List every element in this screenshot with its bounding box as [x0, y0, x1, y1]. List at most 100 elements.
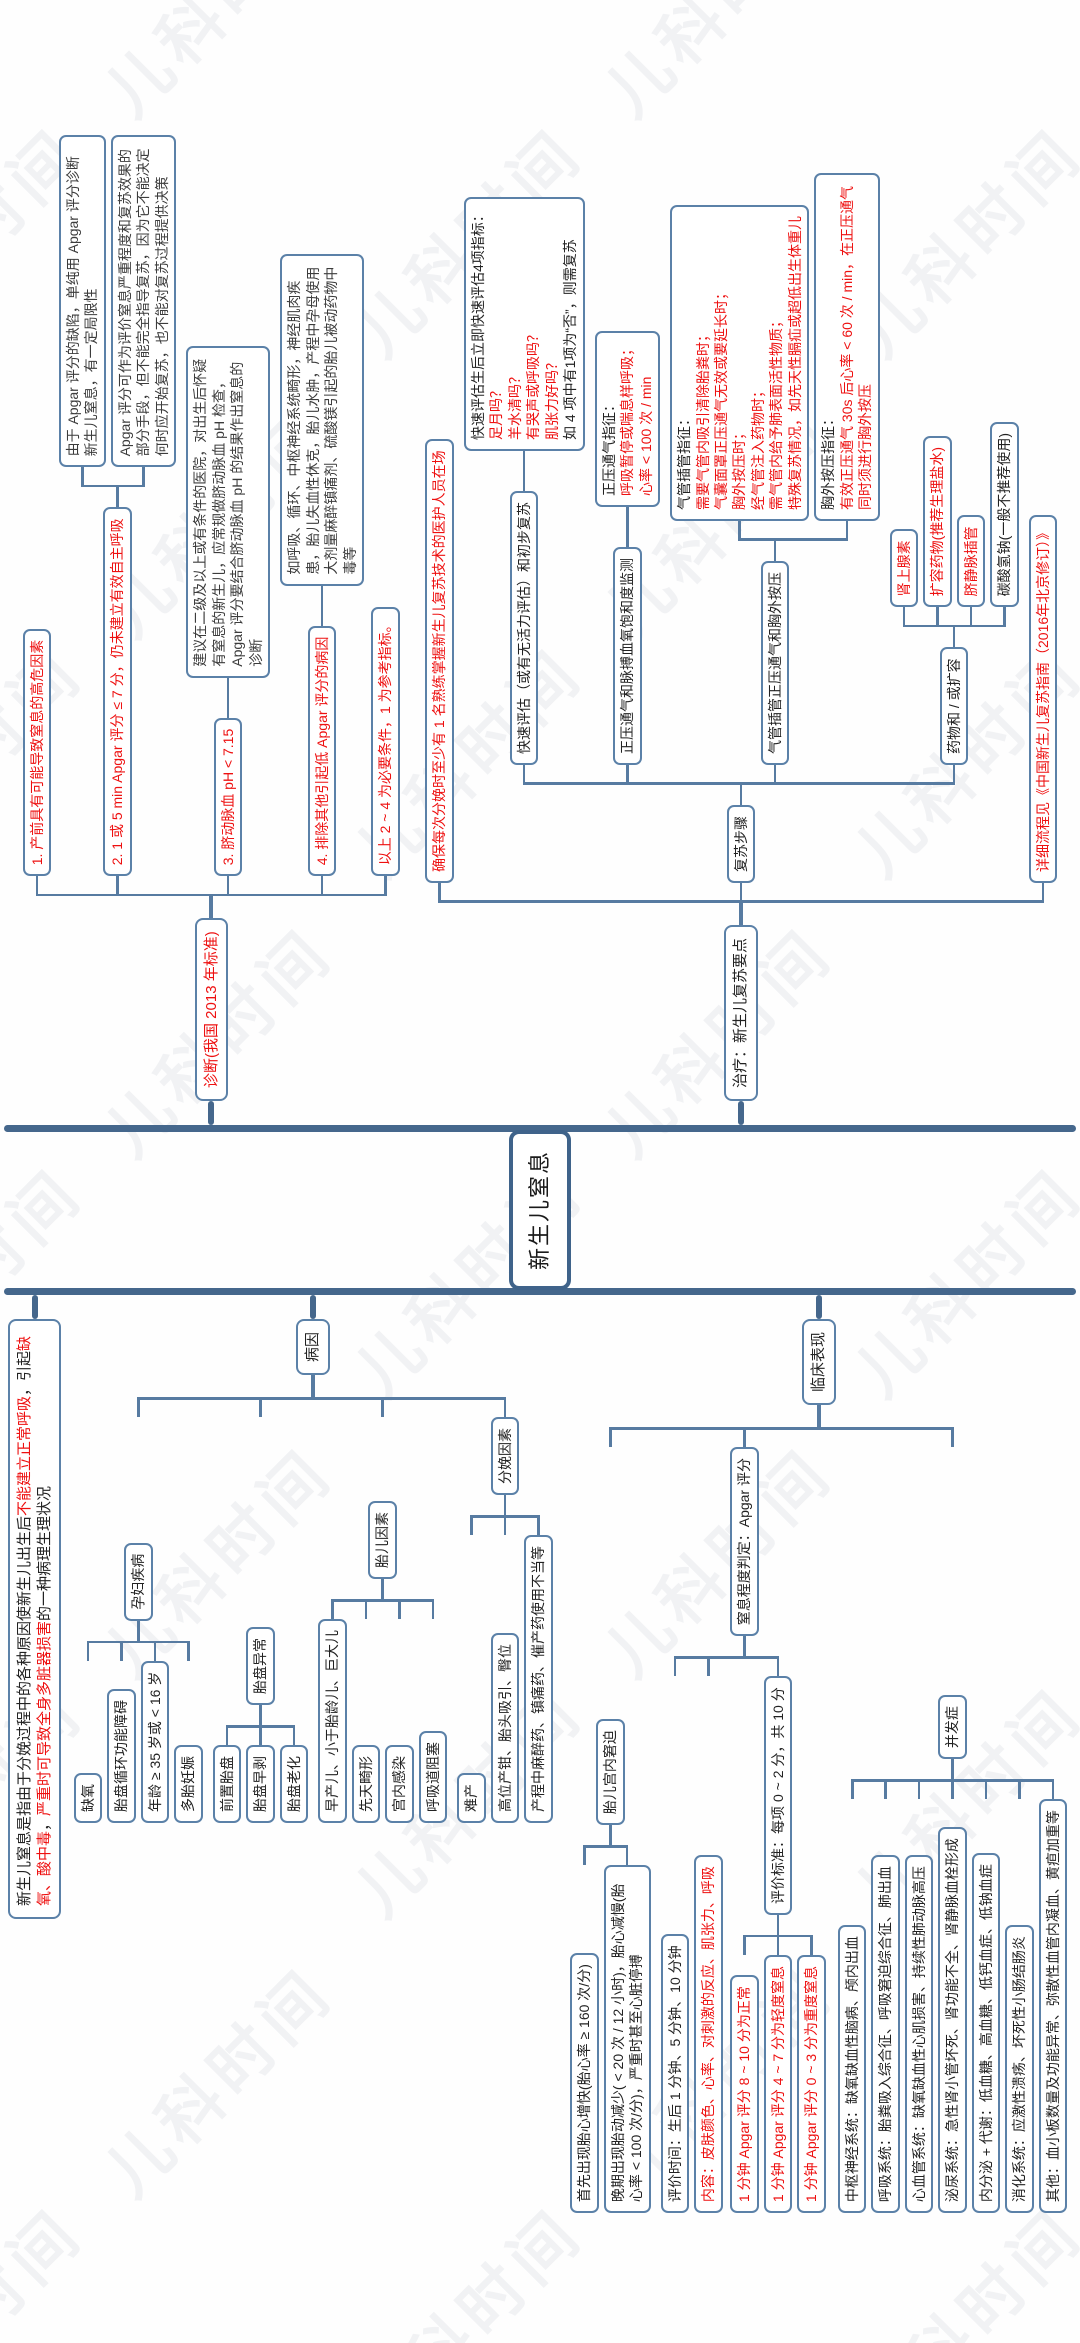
rapid-eval-note[interactable]: 快速评估生后立即快速评估4项指标： 足月吗？ 羊水清吗？ 有哭声或呼吸吗？ 肌张…: [463, 197, 585, 451]
early-sign[interactable]: 首先出现胎心增快(胎心率 ≥ 160 次/分): [570, 1953, 599, 2214]
umbilical-vein-catheter[interactable]: 脐静脉插管: [956, 515, 986, 608]
apgar-severe-branch: 1 分钟 Apgar 评分 0 ~ 3 分为重度窒息: [797, 1954, 826, 2214]
apgar-mild[interactable]: 1 分钟 Apgar 评分 4 ~ 7 分为轻度窒息: [763, 1954, 793, 2214]
epinephrine[interactable]: 肾上腺素: [889, 529, 919, 608]
dystocia[interactable]: 难产: [457, 1773, 486, 1824]
exclusion-note-branch: 如呼吸、循环、中枢神经系统畸形，神经肌肉疾患，胎儿失血性休克，胎儿水肿，产程中孕…: [280, 253, 364, 586]
branch-clinical-slot: 首先出现胎心增快(胎心率 ≥ 160 次/分)晚期出现胎动减少( < 20 次 …: [565, 1295, 1072, 2214]
hypoxia[interactable]: 缺氧: [74, 1773, 103, 1824]
fetal-factors[interactable]: 胎儿因素: [368, 1501, 397, 1580]
forceps-vacuum-breech[interactable]: 高位产钳、胎头吸引、臀位: [490, 1633, 520, 1824]
exclusion-note[interactable]: 如呼吸、循环、中枢神经系统畸形，神经肌肉疾患，胎儿失血性休克，胎儿水肿，产程中孕…: [280, 253, 364, 586]
step-intubation[interactable]: 气管插管正压通气和胸外按压: [760, 560, 790, 765]
preterm-sga-macrosomia[interactable]: 早产儿、小于胎龄儿、巨大儿: [318, 1619, 347, 1824]
epinephrine-text-0: 肾上腺素: [895, 540, 912, 597]
dx-3[interactable]: 3. 脐动脉血 pH < 7.15: [213, 717, 243, 877]
fetal-distress-text-0: 胎儿宫内窘迫: [602, 1730, 619, 1815]
branch-clinical-branch: 首先出现胎心增快(胎心率 ≥ 160 次/分)晚期出现胎动减少( < 20 次 …: [565, 1319, 1072, 2214]
other-complication[interactable]: 其他：血小板数量及功能异常、弥散性血管内凝血、黄疸加重等: [1038, 1799, 1068, 2214]
apgar-time[interactable]: 评价时间：生后 1 分钟、5 分钟、10 分钟: [660, 1934, 690, 2214]
airway-obstruction-branch: 呼吸道阻塞: [418, 1731, 448, 1824]
renal-complication[interactable]: 泌尿系统：急性肾小管坏死、肾功能不全、肾静脉血栓形成: [938, 1827, 967, 2214]
step-ppv[interactable]: 正压通气和脉搏血氧饱和度监测: [613, 546, 642, 765]
dx-1-text-0: 1. 产前具有可能导致窒息的高危因素: [28, 639, 45, 866]
placenta-abnormal[interactable]: 胎盘异常: [246, 1627, 275, 1706]
placental-aging[interactable]: 胎盘老化: [279, 1745, 309, 1824]
connector-elbow: 先天畸形: [349, 1599, 382, 1824]
maternal-age[interactable]: 年龄 ≥ 35 岁或 < 16 岁: [140, 1660, 170, 1824]
branch-treatment[interactable]: 治疗：新生儿复苏要点: [724, 924, 759, 1101]
multiple-pregnancy-text-0: 多胎妊娠: [180, 1756, 197, 1813]
placental-circulation-dysfunction[interactable]: 胎盘循环功能障碍: [107, 1689, 136, 1824]
respiratory-complication-branch: 呼吸系统：胎粪吸入综合征、呼吸窘迫综合征、肺出血: [871, 1855, 900, 2214]
personnel[interactable]: 确保每次分娩时至少有 1 名熟练掌握新生儿复苏技术的医护人员在场: [425, 439, 454, 883]
fetal-distress[interactable]: 胎儿宫内窘迫: [596, 1719, 625, 1826]
placental-circulation-dysfunction-branch: 胎盘循环功能障碍: [107, 1689, 136, 1824]
congenital-malformation[interactable]: 先天畸形: [351, 1745, 381, 1824]
intrapartum-drugs-text-0: 产程中麻醉药、镇痛药、催产药使用不当等: [530, 1546, 547, 1813]
connector-elbow: 前置胎盘胎盘早剥胎盘老化 胎盘异常: [208, 1397, 313, 1824]
connector-line: [816, 1405, 821, 1428]
apgar-role-note-branch: Apgar 评分可作为评价窒息严重程度和复苏效果的部分手段，但不能完全指导复苏，…: [110, 135, 177, 468]
metabolic-complication[interactable]: 内分泌 + 代谢：低血糖、高血糖、低钙血症、低钠血症: [971, 1853, 1001, 2214]
connector-line: [381, 1579, 384, 1600]
connector-elbow: 前置胎盘: [210, 1725, 243, 1824]
ph-note[interactable]: 建议在二级及以上或有条件的医院，对出生后怀疑有窒息的新生儿，应常规做脐动脉血 p…: [186, 345, 271, 678]
dx-1[interactable]: 1. 产前具有可能导致窒息的高危因素: [22, 628, 52, 877]
personnel-branch: 确保每次分娩时至少有 1 名熟练掌握新生儿复苏技术的医护人员在场: [425, 439, 454, 883]
connector-line: [116, 487, 119, 508]
step-drugs[interactable]: 药物和 / 或扩容: [939, 647, 969, 765]
apgar-time-branch: 评价时间：生后 1 分钟、5 分钟、10 分钟: [660, 1934, 690, 2214]
respiratory-complication[interactable]: 呼吸系统：胎粪吸入综合征、呼吸窘迫综合征、肺出血: [871, 1855, 900, 2214]
connector-elbow: 脐静脉插管: [954, 422, 987, 627]
cardiovascular-complication[interactable]: 心血管系统：缺氧缺血性心肌损害、持续性肺动脉高压: [904, 1855, 934, 2214]
intrauterine-infection[interactable]: 宫内感染: [385, 1745, 414, 1824]
multiple-pregnancy[interactable]: 多胎妊娠: [174, 1745, 203, 1824]
compression-note-branch: 胸外按压指征： 有效正压通气 30s 后心率 < 60 次 / min，在正压通…: [814, 172, 880, 521]
connector-elbow: 年龄 ≥ 35 岁或 < 16 岁: [138, 1641, 171, 1824]
step-rapid-eval[interactable]: 快速评估（或有无活力评估）和初步复苏: [509, 490, 539, 765]
compression-note[interactable]: 胸外按压指征： 有效正压通气 30s 后心率 < 60 次 / min，在正压通…: [814, 172, 880, 521]
intrapartum-drugs[interactable]: 产程中麻醉药、镇痛药、催产药使用不当等: [524, 1535, 553, 1824]
definition[interactable]: 新生儿窒息是指由于分娩过程中的各种原因使新生儿出生后不能建立正常呼吸，引起缺氧、…: [7, 1319, 62, 1919]
connector-elbow: 1 分钟 Apgar 评分 8 ~ 10 分为正常: [728, 1935, 761, 2214]
connector-line: [776, 1914, 780, 1935]
apgar-role-note[interactable]: Apgar 评分可作为评价窒息严重程度和复苏效果的部分手段，但不能完全指导复苏，…: [110, 135, 177, 468]
apgar-normal[interactable]: 1 分钟 Apgar 评分 8 ~ 10 分为正常: [730, 1975, 759, 2214]
gi-complication[interactable]: 消化系统：应激性溃疡、坏死性小肠结肠炎: [1005, 1925, 1034, 2214]
apgar-assessment[interactable]: 窒息程度判定：Apgar 评分: [730, 1447, 759, 1637]
root-topic[interactable]: 新生儿窒息: [509, 1130, 571, 1291]
complications[interactable]: 并发症: [938, 1695, 967, 1760]
placenta-previa[interactable]: 前置胎盘: [212, 1745, 242, 1824]
branch-diagnosis[interactable]: 诊断(我国 2013 年标准): [194, 918, 229, 1101]
apgar-severe[interactable]: 1 分钟 Apgar 评分 0 ~ 3 分为重度窒息: [797, 1954, 826, 2214]
ppv-note[interactable]: 正压通气指征： 呼吸暂停或喘息样呼吸； 心率 < 100 次 / min: [594, 330, 661, 507]
apgar-limitation-note[interactable]: 由于 Apgar 评分的缺陷，单纯用 Apgar 评分诊断新生儿窒息，有一定局限…: [58, 135, 106, 468]
dx-4[interactable]: 4. 排除其他引起低 Apgar 评分的病因: [307, 625, 337, 877]
maternal-disease[interactable]: 孕妇疾病: [124, 1542, 153, 1621]
airway-obstruction[interactable]: 呼吸道阻塞: [418, 1731, 448, 1824]
connector-elbow: 心血管系统：缺氧缺血性心肌损害、持续性肺动脉高压: [902, 1779, 935, 2214]
dx-2[interactable]: 2. 1 或 5 min Apgar 评分 ≤ 7 分，仍未建立有效自主呼吸: [103, 507, 132, 877]
sodium-bicarbonate[interactable]: 碳酸氢钠(一般不推荐使用): [990, 421, 1019, 608]
delivery-factors[interactable]: 分娩因素: [490, 1417, 520, 1496]
dx-note[interactable]: 以上 2 ~ 4 为必要条件，1 为参考指标。: [371, 607, 400, 877]
intubation-note[interactable]: 气管插管指征： 需要气管内吸引清除胎粪时； 气囊面罩正压通气无效或要延长时； 胸…: [670, 204, 810, 521]
volume-expander[interactable]: 扩容药物(推荐生理盐水): [923, 435, 952, 608]
apgar-scale[interactable]: 评价标准：每项 0 ~ 2 分，共 10 分: [763, 1676, 793, 1915]
late-sign[interactable]: 晚期出现胎动减少( < 20 次 / 12 小时)，胎心减慢(胎心率 < 100…: [603, 1865, 651, 2214]
resuscitation-steps[interactable]: 复苏步骤: [726, 804, 756, 883]
connector-line: [609, 1825, 612, 1846]
volume-expander-branch: 扩容药物(推荐生理盐水): [923, 435, 952, 608]
hypoxia-text-0: 缺氧: [80, 1784, 96, 1813]
branch-clinical[interactable]: 临床表现: [801, 1319, 836, 1406]
apgar-items[interactable]: 内容：皮肤颜色、心率、对刺激的反应、肌张力、呼吸: [694, 1855, 723, 2214]
branch-etiology[interactable]: 病因: [296, 1319, 331, 1376]
apgar-scale-text-0: 评价标准：每项 0 ~ 2 分，共 10 分: [769, 1687, 786, 1904]
cns-complication[interactable]: 中枢神经系统：缺氧缺血性脑病、颅内出血: [838, 1925, 867, 2214]
rapid-eval-note-text-1: 足月吗？ 羊水清吗？ 有哭声或呼吸吗？ 肌张力好吗？: [488, 327, 560, 440]
guideline-ref[interactable]: 详细流程见《中国新生儿复苏指南（2016年北京修订）》: [1028, 514, 1058, 883]
connector-elbow: 胎盘早剥: [244, 1725, 277, 1824]
placental-abruption[interactable]: 胎盘早剥: [246, 1745, 275, 1824]
connector-elbow: 中枢神经系统：缺氧缺血性脑病、颅内出血呼吸系统：胎粪吸入综合征、呼吸窘迫综合征、…: [833, 1427, 1072, 2214]
